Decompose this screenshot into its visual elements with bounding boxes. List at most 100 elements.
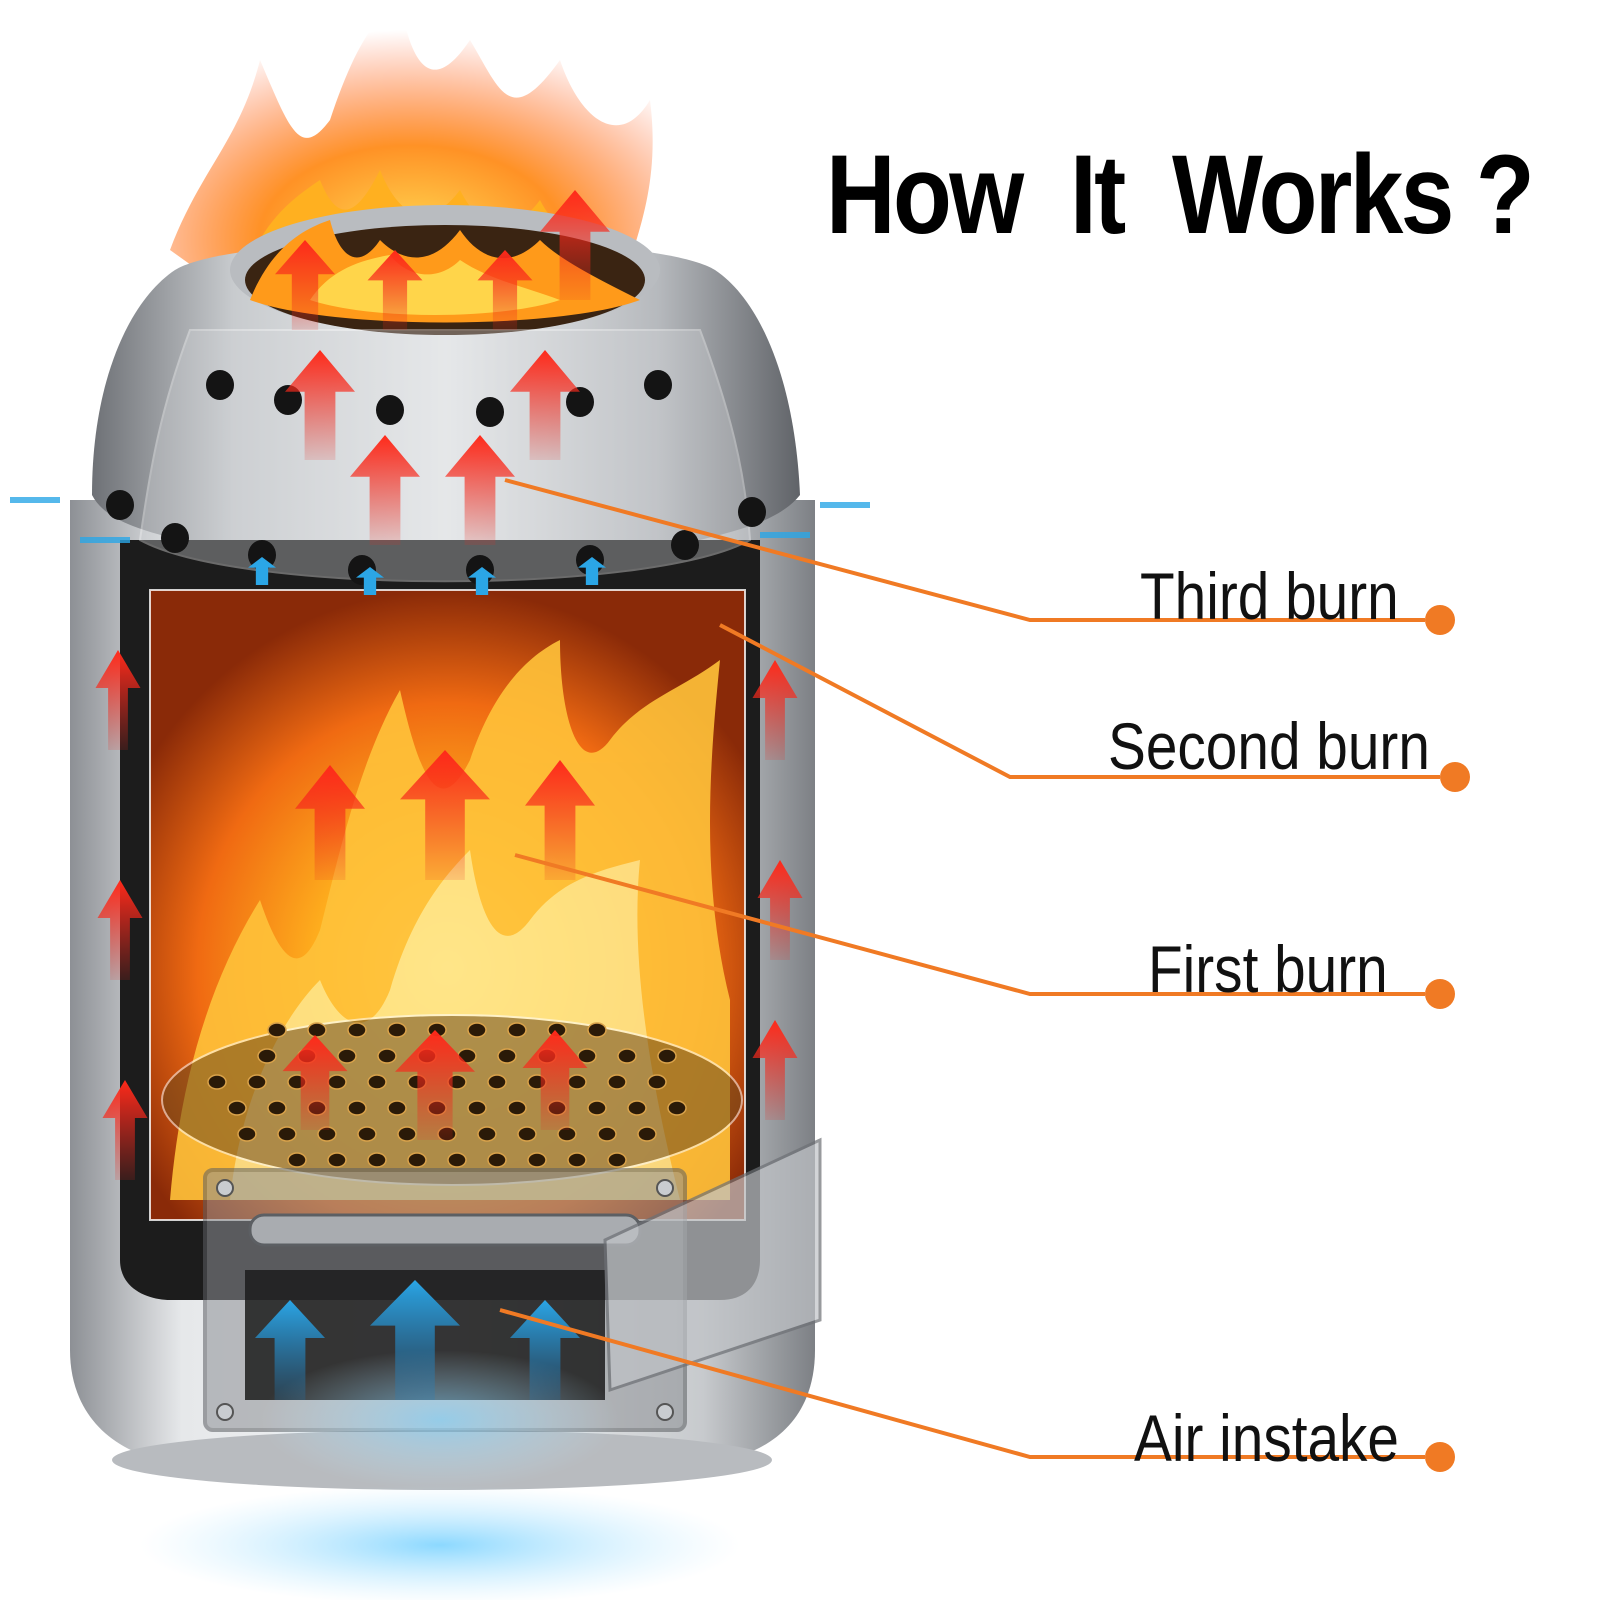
grate-hole	[617, 1048, 637, 1064]
red-up-arrow-icon	[477, 250, 533, 330]
red-up-arrow-icon	[395, 1030, 475, 1140]
grate-hole	[207, 1074, 227, 1090]
vent-hole	[671, 530, 699, 560]
vent-hole	[644, 370, 672, 400]
callouts	[499, 478, 1470, 1472]
blue-up-arrow-icon	[255, 1300, 325, 1400]
grate-hole	[477, 1126, 497, 1142]
red-up-arrow-icon	[285, 350, 355, 460]
grate-hole	[587, 1100, 607, 1116]
orange-dot-icon	[1425, 979, 1455, 1009]
vent-hole	[476, 397, 504, 427]
red-up-arrow-icon	[367, 250, 423, 330]
grate-hole	[587, 1022, 607, 1038]
grate-hole	[487, 1152, 507, 1168]
grate-hole	[237, 1126, 257, 1142]
grate-hole	[627, 1100, 647, 1116]
red-up-arrow-icon	[102, 1080, 148, 1180]
vent-hole	[566, 387, 594, 417]
red-up-arrow-icon	[445, 435, 515, 545]
grate-hole	[647, 1074, 667, 1090]
grate-hole	[407, 1152, 427, 1168]
grate-hole	[667, 1100, 687, 1116]
second-burn-label: Second burn	[1108, 709, 1430, 783]
grate-hole	[367, 1152, 387, 1168]
grate-hole	[497, 1048, 517, 1064]
callout-first-burn	[514, 853, 1455, 1009]
grate-hole	[347, 1022, 367, 1038]
grate-hole	[277, 1126, 297, 1142]
air-arrows	[10, 497, 870, 1400]
grate-hole	[347, 1100, 367, 1116]
grate-hole	[467, 1100, 487, 1116]
grate-hole	[567, 1074, 587, 1090]
red-up-arrow-icon	[757, 860, 803, 960]
red-up-arrow-icon	[510, 350, 580, 460]
grate-hole	[287, 1152, 307, 1168]
grate-hole	[567, 1152, 587, 1168]
grate-hole	[337, 1048, 357, 1064]
grate-hole	[397, 1126, 417, 1142]
grate-hole	[257, 1048, 277, 1064]
orange-dot-icon	[1425, 1442, 1455, 1472]
grate-hole	[637, 1126, 657, 1142]
red-up-arrow-icon	[752, 660, 798, 760]
vent-hole	[106, 490, 134, 520]
callout-air-intake	[499, 1308, 1455, 1472]
grate-hole	[367, 1074, 387, 1090]
grate-hole	[447, 1152, 467, 1168]
orange-dot-icon	[1440, 762, 1470, 792]
red-up-arrow-icon	[400, 750, 490, 880]
red-up-arrow-icon	[522, 1030, 588, 1130]
grate-hole	[267, 1100, 287, 1116]
blue-up-arrow-icon	[356, 567, 384, 595]
grate-hole	[247, 1074, 267, 1090]
grate-hole	[607, 1074, 627, 1090]
air-intake-label: Air instake	[1134, 1401, 1399, 1475]
blue-up-arrow-icon	[248, 557, 276, 585]
grate-hole	[517, 1126, 537, 1142]
first-burn-label: First burn	[1148, 932, 1388, 1006]
grate-hole	[527, 1152, 547, 1168]
red-up-arrow-icon	[282, 1035, 348, 1130]
grate-hole	[227, 1100, 247, 1116]
grate-hole	[577, 1048, 597, 1064]
grate-hole	[307, 1022, 327, 1038]
red-up-arrow-icon	[97, 880, 143, 980]
blue-up-arrow-icon	[578, 557, 606, 585]
red-up-arrow-icon	[275, 240, 335, 330]
blue-up-arrow-icon	[468, 567, 496, 595]
blue-up-arrow-icon	[370, 1280, 460, 1400]
orange-dot-icon	[1425, 605, 1455, 635]
grate-hole	[387, 1022, 407, 1038]
grate-hole	[377, 1048, 397, 1064]
vent-hole	[376, 395, 404, 425]
red-up-arrow-icon	[95, 650, 141, 750]
callout-second-burn	[719, 623, 1470, 792]
vent-hole	[738, 497, 766, 527]
grate-hole	[507, 1022, 527, 1038]
vent-hole	[206, 370, 234, 400]
vent-hole	[161, 523, 189, 553]
grate-hole	[507, 1100, 527, 1116]
grate-hole	[467, 1022, 487, 1038]
grate-hole	[387, 1100, 407, 1116]
grate-hole	[327, 1152, 347, 1168]
red-up-arrow-icon	[540, 190, 610, 300]
red-up-arrow-icon	[752, 1020, 798, 1120]
grate-hole	[597, 1126, 617, 1142]
grate-hole	[267, 1022, 287, 1038]
vent-hole	[274, 385, 302, 415]
grate-hole	[607, 1152, 627, 1168]
callout-third-burn	[504, 478, 1455, 635]
red-up-arrow-icon	[525, 760, 595, 880]
diagram-title: How It Works ?	[826, 132, 1535, 257]
red-up-arrow-icon	[295, 765, 365, 880]
red-up-arrow-icon	[350, 435, 420, 545]
grate-hole	[487, 1074, 507, 1090]
heat-arrows	[95, 190, 803, 1180]
grate-hole	[327, 1074, 347, 1090]
blue-up-arrow-icon	[510, 1300, 580, 1400]
